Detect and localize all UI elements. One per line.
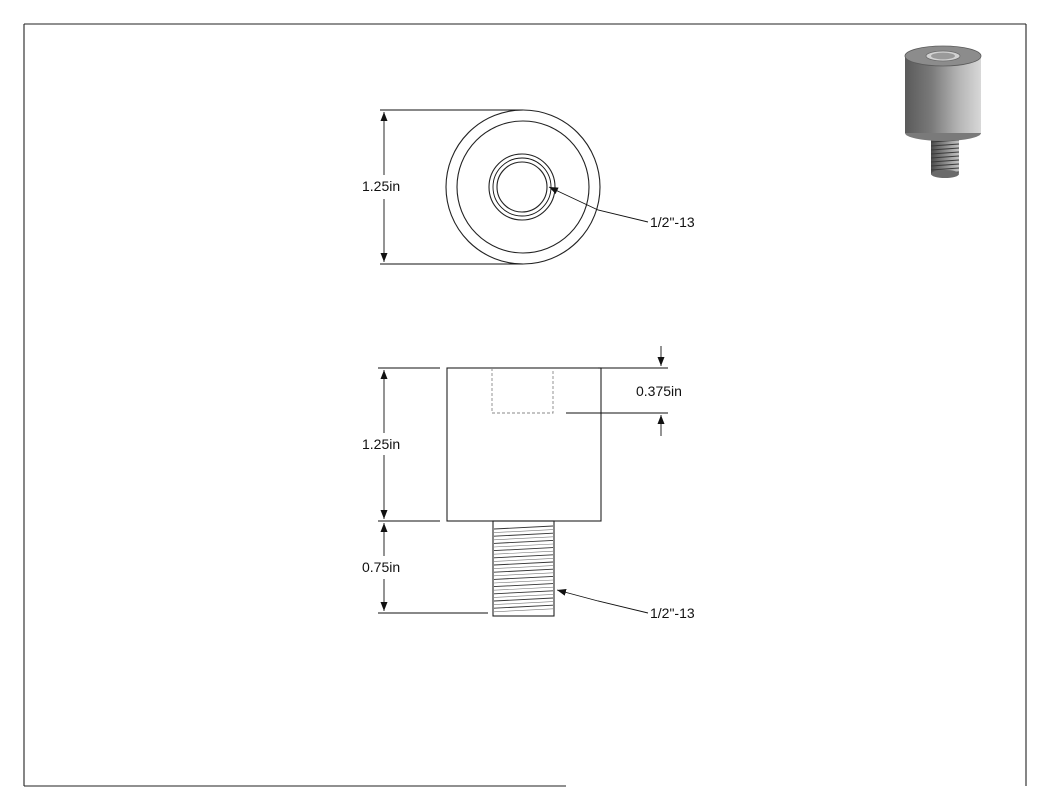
thread-crest xyxy=(493,590,554,595)
thread-crest xyxy=(493,532,554,537)
thread-crest xyxy=(493,561,554,566)
thread-inner-circle xyxy=(496,161,548,213)
thread-root xyxy=(493,529,554,533)
thread-root xyxy=(493,594,554,598)
iso-thread-line xyxy=(930,163,960,167)
outer-diameter-circle xyxy=(445,109,601,265)
thread-root xyxy=(493,601,554,605)
thread-root xyxy=(493,550,554,555)
thread-crest xyxy=(493,525,554,530)
stud-thread-leader xyxy=(556,588,649,614)
thread-crest xyxy=(493,568,554,573)
body-height-label: 1.25in xyxy=(362,436,400,452)
thread-root xyxy=(493,565,554,569)
body-outline xyxy=(446,367,602,522)
iso-thread-line xyxy=(930,167,960,171)
isometric-standoff-icon xyxy=(904,45,982,178)
thread-crest xyxy=(493,554,554,559)
iso-thread-line xyxy=(930,159,960,163)
thread-root xyxy=(493,579,554,584)
thread-root xyxy=(493,572,554,577)
stud-length-label: 0.75in xyxy=(362,559,400,575)
thread-root xyxy=(493,543,554,548)
iso-thread-line xyxy=(930,143,960,147)
iso-thread-line xyxy=(930,147,960,151)
thread-root xyxy=(493,586,554,591)
thread-root xyxy=(493,558,554,562)
thread-major-circle xyxy=(488,153,556,221)
thread-minor-circle xyxy=(492,157,552,217)
stud-threads xyxy=(493,525,554,613)
iso-thread-line xyxy=(930,151,960,155)
top-view: 1.25in 1/2"-13 xyxy=(362,109,695,265)
thread-crest xyxy=(493,597,554,602)
iso-thread-line xyxy=(930,155,960,159)
top-thread-callout: 1/2"-13 xyxy=(650,214,695,230)
thread-crest xyxy=(493,583,554,588)
thread-root xyxy=(493,536,554,541)
thread-crest xyxy=(493,539,554,544)
thread-crest xyxy=(493,547,554,552)
stud-thread-callout: 1/2"-13 xyxy=(650,605,695,621)
top-diameter-label: 1.25in xyxy=(362,178,400,194)
top-thread-leader xyxy=(548,186,649,223)
chamfer-circle xyxy=(456,120,590,254)
front-view: 1.25in 0.75in 0.375in 1/2"-13 xyxy=(362,346,695,621)
hidden-hole xyxy=(491,368,554,414)
thread-crest xyxy=(493,575,554,580)
thread-root xyxy=(493,608,554,613)
threaded-stud xyxy=(492,520,555,617)
hole-depth-label: 0.375in xyxy=(636,383,682,399)
sheet-border xyxy=(23,23,1027,787)
thread-crest xyxy=(493,604,554,609)
